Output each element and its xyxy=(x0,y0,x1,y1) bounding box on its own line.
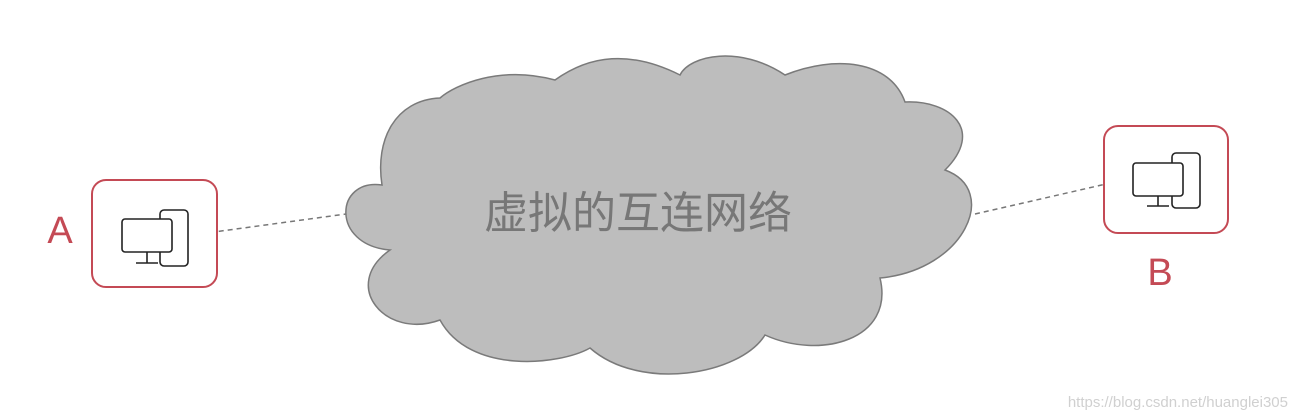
node-b-label: B xyxy=(1147,252,1172,294)
connection-line-a xyxy=(191,213,347,236)
connection-line-b xyxy=(974,178,1129,215)
desktop-computer-icon xyxy=(1132,152,1201,209)
cloud-shape xyxy=(345,55,973,375)
node-b[interactable]: B xyxy=(1103,125,1229,294)
node-a-label: A xyxy=(47,210,73,252)
node-a[interactable]: A xyxy=(47,179,218,288)
cloud-label: 虚拟的互连网络 xyxy=(484,188,792,239)
network-cloud: 虚拟的互连网络 xyxy=(345,55,973,375)
desktop-computer-icon xyxy=(121,209,189,267)
watermark-text: https://blog.csdn.net/huanglei305 xyxy=(1067,394,1288,411)
